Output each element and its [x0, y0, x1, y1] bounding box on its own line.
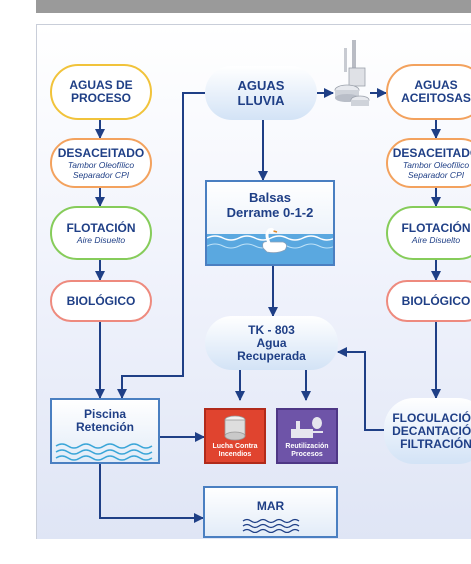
node-aguas-lluvia-label: AGUAS LLUVIA — [237, 78, 285, 108]
node-biologico-left-label: BIOLÓGICO — [66, 293, 136, 308]
node-tk803: TK - 803 Agua Recuperada — [205, 316, 338, 370]
node-piscina-retencion: Piscina Retención — [50, 398, 160, 464]
arrow-lluvia-piscina — [117, 92, 205, 399]
swan-icon — [262, 227, 287, 254]
fire-tank-icon — [224, 415, 246, 441]
node-piscina-line2: Retención — [75, 420, 134, 434]
top-bar — [36, 0, 471, 13]
water-waves-icon — [242, 518, 299, 533]
node-desaceitado-left-sub2: Separador CPI — [72, 169, 130, 180]
arrow-floculacion-tk — [337, 347, 384, 431]
node-biologico-right-label: BIOLÓGICO — [401, 293, 471, 308]
node-reutilizacion-label: Reutilización Procesos — [285, 443, 329, 458]
reuse-equipment-icon — [291, 417, 323, 438]
node-floculacion-line2: DECANTACIÓN — [392, 423, 471, 438]
node-desaceitado-left-sub1: Tambor Oleofílico — [67, 159, 135, 170]
node-floculacion: FLOCULACIÓN DECANTACIÓN FILTRACIÓN — [384, 398, 471, 464]
node-desaceitado-left: DESACEITADO Tambor Oleofílico Separador … — [50, 138, 152, 188]
node-mar-label: MAR — [256, 499, 285, 513]
arrow-piscina-mar — [99, 464, 204, 523]
node-lucha-incendios: Lucha Contra Incendios — [204, 408, 266, 464]
separator-tank-icon — [334, 40, 370, 106]
node-balsas-line2: Derrame 0-1-2 — [226, 205, 314, 220]
node-aguas-proceso: AGUAS DE PROCESO — [50, 64, 152, 120]
node-desaceitado-left-title: DESACEITADO — [57, 145, 145, 160]
node-aguas-lluvia: AGUAS LLUVIA — [205, 66, 317, 120]
node-aguas-aceitosas: AGUAS ACEITOSAS — [386, 64, 471, 120]
node-reutilizacion-procesos: Reutilización Procesos — [276, 408, 338, 464]
node-aguas-aceitosas-label: AGUAS ACEITOSAS — [401, 78, 471, 105]
node-piscina-line1: Piscina — [83, 407, 127, 421]
node-biologico-right: BIOLÓGICO — [386, 280, 471, 322]
node-tk803-line1: TK - 803 — [248, 322, 295, 337]
node-flotacion-left-title: FLOTACIÓN — [66, 220, 136, 235]
node-balsas: Balsas Derrame 0-1-2 — [205, 180, 335, 266]
water-waves-icon — [55, 443, 153, 461]
node-flotacion-right-title: FLOTACIÓN — [401, 220, 471, 235]
node-tk803-line2: Agua — [256, 335, 287, 350]
node-desaceitado-right: DESACEITADO Tambor Oleofílico Separador … — [386, 138, 471, 188]
node-biologico-left: BIOLÓGICO — [50, 280, 152, 322]
node-mar: MAR — [203, 486, 338, 538]
node-balsas-line1: Balsas — [249, 190, 291, 205]
node-flotacion-left: FLOTACIÓN Aire Disuelto — [50, 206, 152, 260]
node-desaceitado-right-sub2: Separador CPI — [407, 169, 465, 180]
node-flotacion-left-sub: Aire Disuelto — [76, 234, 126, 245]
node-desaceitado-right-title: DESACEITADO — [392, 145, 471, 160]
node-flotacion-right: FLOTACIÓN Aire Disuelto — [386, 206, 471, 260]
node-floculacion-line1: FLOCULACIÓN — [392, 410, 471, 425]
node-desaceitado-right-sub1: Tambor Oleofílico — [402, 159, 470, 170]
node-aguas-proceso-label: AGUAS DE PROCESO — [69, 78, 133, 105]
node-floculacion-line3: FILTRACIÓN — [400, 436, 471, 451]
node-flotacion-right-sub: Aire Disuelto — [411, 234, 461, 245]
node-lucha-label: Lucha Contra Incendios — [212, 443, 258, 458]
node-tk803-line3: Recuperada — [237, 348, 306, 363]
